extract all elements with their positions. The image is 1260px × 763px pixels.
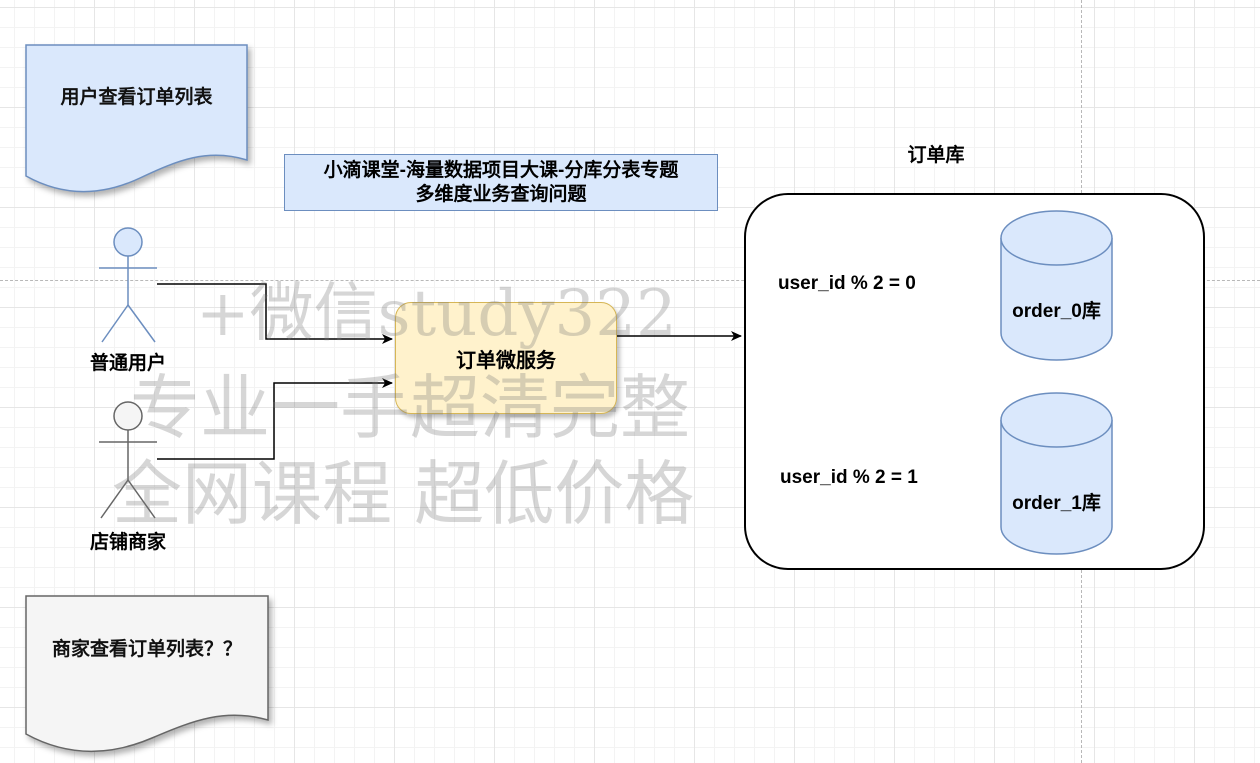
user-document-label: 用户查看订单列表 (60, 86, 213, 108)
order-1-database-label: order_1库 (1012, 492, 1101, 514)
merchant-document-shape[interactable] (25, 595, 269, 753)
user-actor-label: 普通用户 (89, 352, 166, 374)
diagram-title-box[interactable]: 小滴课堂-海量数据项目大课-分库分表专题 多维度业务查询问题 (284, 154, 718, 211)
order-service-label: 订单微服务 (456, 349, 556, 372)
user-to-service-connector[interactable] (157, 283, 393, 344)
title-line-2: 多维度业务查询问题 (415, 183, 587, 205)
user-actor-icon[interactable] (99, 227, 157, 343)
merchant-document-label: 商家查看订单列表？？ (51, 638, 242, 660)
order-0-database-label: order_0库 (1012, 300, 1101, 322)
order-service-node[interactable]: 订单微服务 (395, 302, 617, 414)
database-group-label: 订单库 (907, 144, 965, 166)
merchant-actor-icon[interactable] (99, 401, 157, 519)
order-1-database-icon[interactable] (1000, 392, 1113, 555)
order-0-database-icon[interactable] (1000, 210, 1113, 361)
title-line-1: 小滴课堂-海量数据项目大课-分库分表专题 (323, 159, 679, 181)
sharding-rule-0: user_id % 2 = 0 (778, 273, 916, 294)
user-document-shape[interactable] (25, 44, 248, 193)
database-group-container[interactable] (744, 193, 1205, 570)
merchant-to-service-connector[interactable] (157, 378, 393, 460)
sharding-rule-1: user_id % 2 = 1 (780, 467, 918, 488)
horizontal-guide-line (0, 280, 1260, 281)
merchant-actor-label: 店铺商家 (89, 531, 166, 553)
